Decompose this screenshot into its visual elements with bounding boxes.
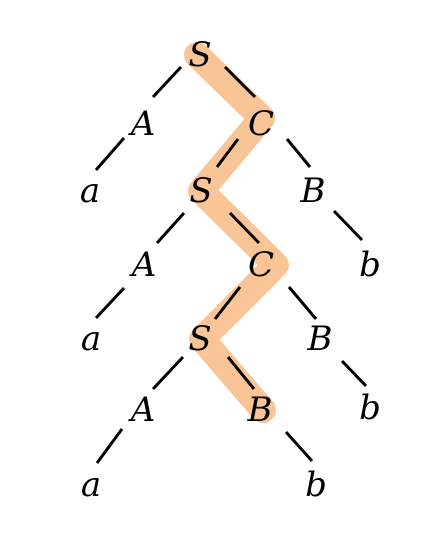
node-b-level2: B [300,171,326,211]
node-b-level5: B [247,390,273,430]
edge-c2-b2 [287,286,318,320]
leaf-b-level5: b [359,388,381,428]
node-c-level1: C [248,104,274,144]
leaf-a-level2: a [80,171,100,211]
node-a-level1: A [128,104,156,144]
edge-b3-b [284,430,314,463]
edge-c2-s3 [213,286,242,320]
tree-edges [94,65,368,464]
leaf-b-level3: b [359,245,381,285]
edge-b2-b [340,359,368,388]
leaf-a-level4: a [81,319,101,359]
leaf-b-level6: b [305,465,327,505]
node-a-level3: A [129,245,157,285]
node-a-level5: A [128,390,156,430]
edge-c1-b1 [285,138,312,168]
highlighted-derivation-path [184,42,289,423]
edge-c1-s2 [215,138,240,168]
edge-s3-b3 [226,356,256,390]
edge-s2-c2 [228,211,261,245]
leaf-a-level6: a [81,465,101,505]
edge-b1-b [332,209,364,242]
edge-a2-a [94,286,126,320]
node-s-root: S [188,35,211,75]
node-c-level3: C [248,245,274,285]
edge-a3-a [95,428,124,464]
node-s-level4: S [188,319,211,359]
edge-s1-a1 [151,65,183,99]
edge-s3-a3 [151,355,185,391]
edge-s2-a2 [155,211,186,245]
tree-nodes: S A C a S B A C b a S B A B b a b [80,35,381,505]
edge-s1-c1 [223,65,257,99]
node-b-level4: B [307,319,333,359]
edge-a1-a [94,137,126,171]
node-s-level2: S [189,171,212,211]
